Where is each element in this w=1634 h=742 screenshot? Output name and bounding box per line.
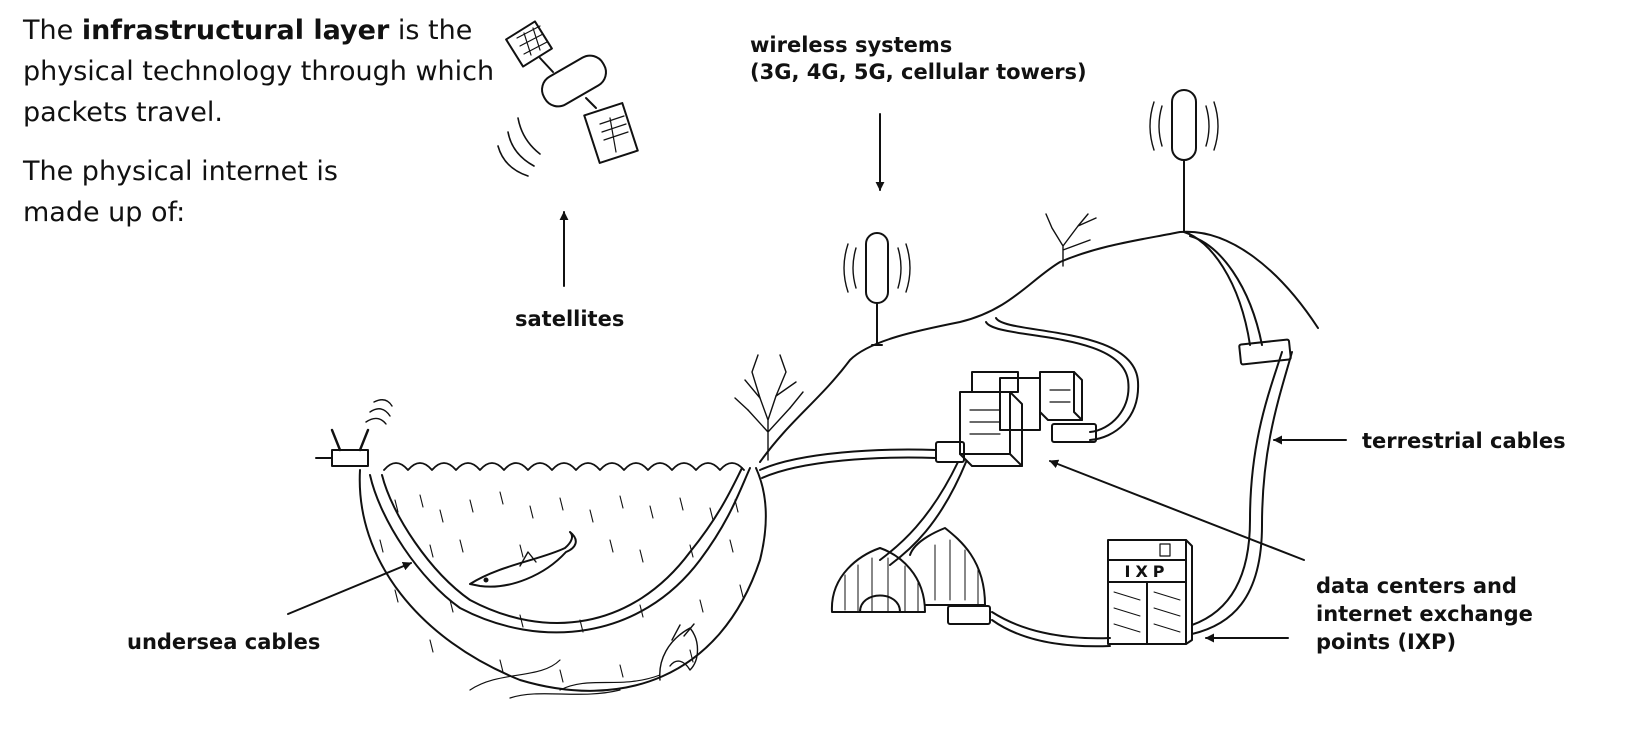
cell-tower-icon	[1150, 90, 1218, 232]
intro-p1-bold: infrastructural layer	[81, 15, 390, 46]
cable-connector	[948, 606, 990, 624]
ixp-building-icon: IXP	[1108, 540, 1192, 644]
cell-tower-icon	[844, 233, 910, 345]
arrow-undersea	[288, 561, 411, 614]
label-wireless-line-2: (3G, 4G, 5G, cellular towers)	[750, 60, 1087, 84]
terrestrial-cables	[760, 232, 1292, 646]
annotation-arrows	[288, 114, 1346, 643]
label-data-centers-line-2: internet exchange	[1316, 602, 1533, 626]
tree-icon	[735, 355, 803, 460]
sea-basin	[360, 463, 766, 698]
label-undersea-cables: undersea cables	[127, 630, 321, 654]
label-satellites: satellites	[515, 307, 625, 331]
landscape-outline	[760, 232, 1318, 462]
label-data-centers-line-1: data centers and	[1316, 574, 1517, 598]
intro-paragraph-2: The physical internet is made up of:	[23, 156, 338, 228]
label-data-centers-line-3: points (IXP)	[1316, 630, 1457, 654]
label-wireless-systems: wireless systems (3G, 4G, 5G, cellular t…	[750, 32, 1087, 86]
label-terrestrial-cables: terrestrial cables	[1362, 429, 1566, 453]
intro-p1-post: is the physical technology through which…	[23, 15, 495, 128]
cable-connector	[936, 442, 964, 462]
landing-station-icon	[316, 400, 392, 466]
data-center-icon	[960, 372, 1082, 466]
seaweed-icon	[660, 624, 698, 680]
ixp-sign: IXP	[1124, 562, 1169, 581]
cable-connector	[1052, 424, 1096, 442]
intro-text: The infrastructural layer is the physica…	[23, 10, 503, 251]
label-wireless-line-1: wireless systems	[750, 33, 953, 57]
intro-paragraph-1: The infrastructural layer is the physica…	[23, 10, 503, 133]
satellite-icon	[498, 21, 638, 176]
arrow-data-centers	[1050, 459, 1304, 560]
dolphin-icon	[470, 532, 576, 587]
tree-icon	[1046, 214, 1096, 266]
cable-connector	[1239, 339, 1291, 364]
undersea-cables	[370, 468, 750, 632]
label-data-centers: data centers and internet exchange point…	[1316, 572, 1533, 656]
hut-icon	[832, 528, 985, 612]
intro-p1-pre: The	[23, 15, 82, 46]
